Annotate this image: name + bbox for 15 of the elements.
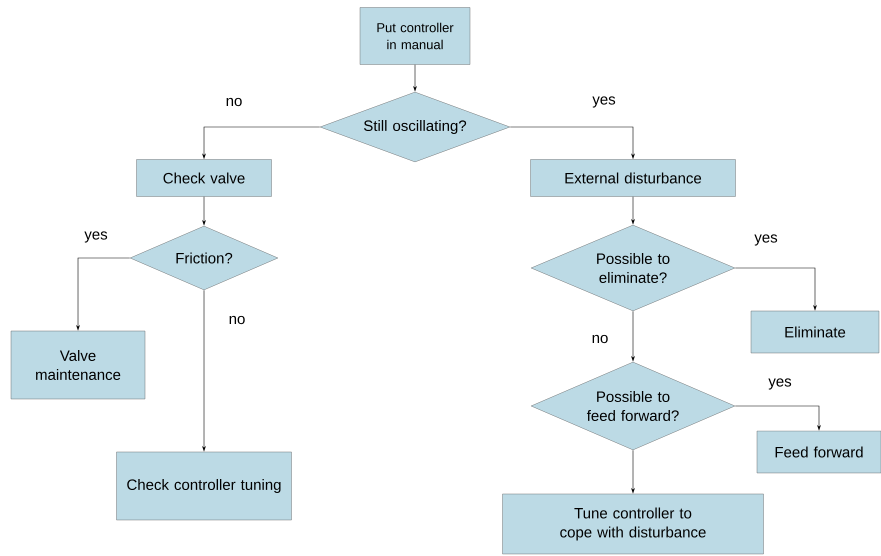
process-box: Eliminate bbox=[750, 310, 880, 354]
process-box: Valve maintenance bbox=[10, 330, 146, 400]
process-box: Check valve bbox=[136, 159, 272, 197]
edge-label: yes bbox=[591, 95, 617, 109]
edge-label: no bbox=[228, 314, 246, 326]
process-box: Put controller in manual bbox=[360, 7, 470, 65]
edge-label: yes bbox=[767, 377, 793, 391]
process-box: Check controller tuning bbox=[116, 452, 292, 520]
process-box: Tune controller to cope with disturbance bbox=[502, 494, 764, 554]
process-box: Feed forward bbox=[756, 430, 881, 474]
edge-label: no bbox=[590, 334, 610, 344]
edge-label: yes bbox=[753, 233, 779, 247]
edge-label: no bbox=[224, 96, 244, 108]
process-box: External disturbance bbox=[530, 159, 736, 197]
edge-label: yes bbox=[83, 230, 109, 244]
